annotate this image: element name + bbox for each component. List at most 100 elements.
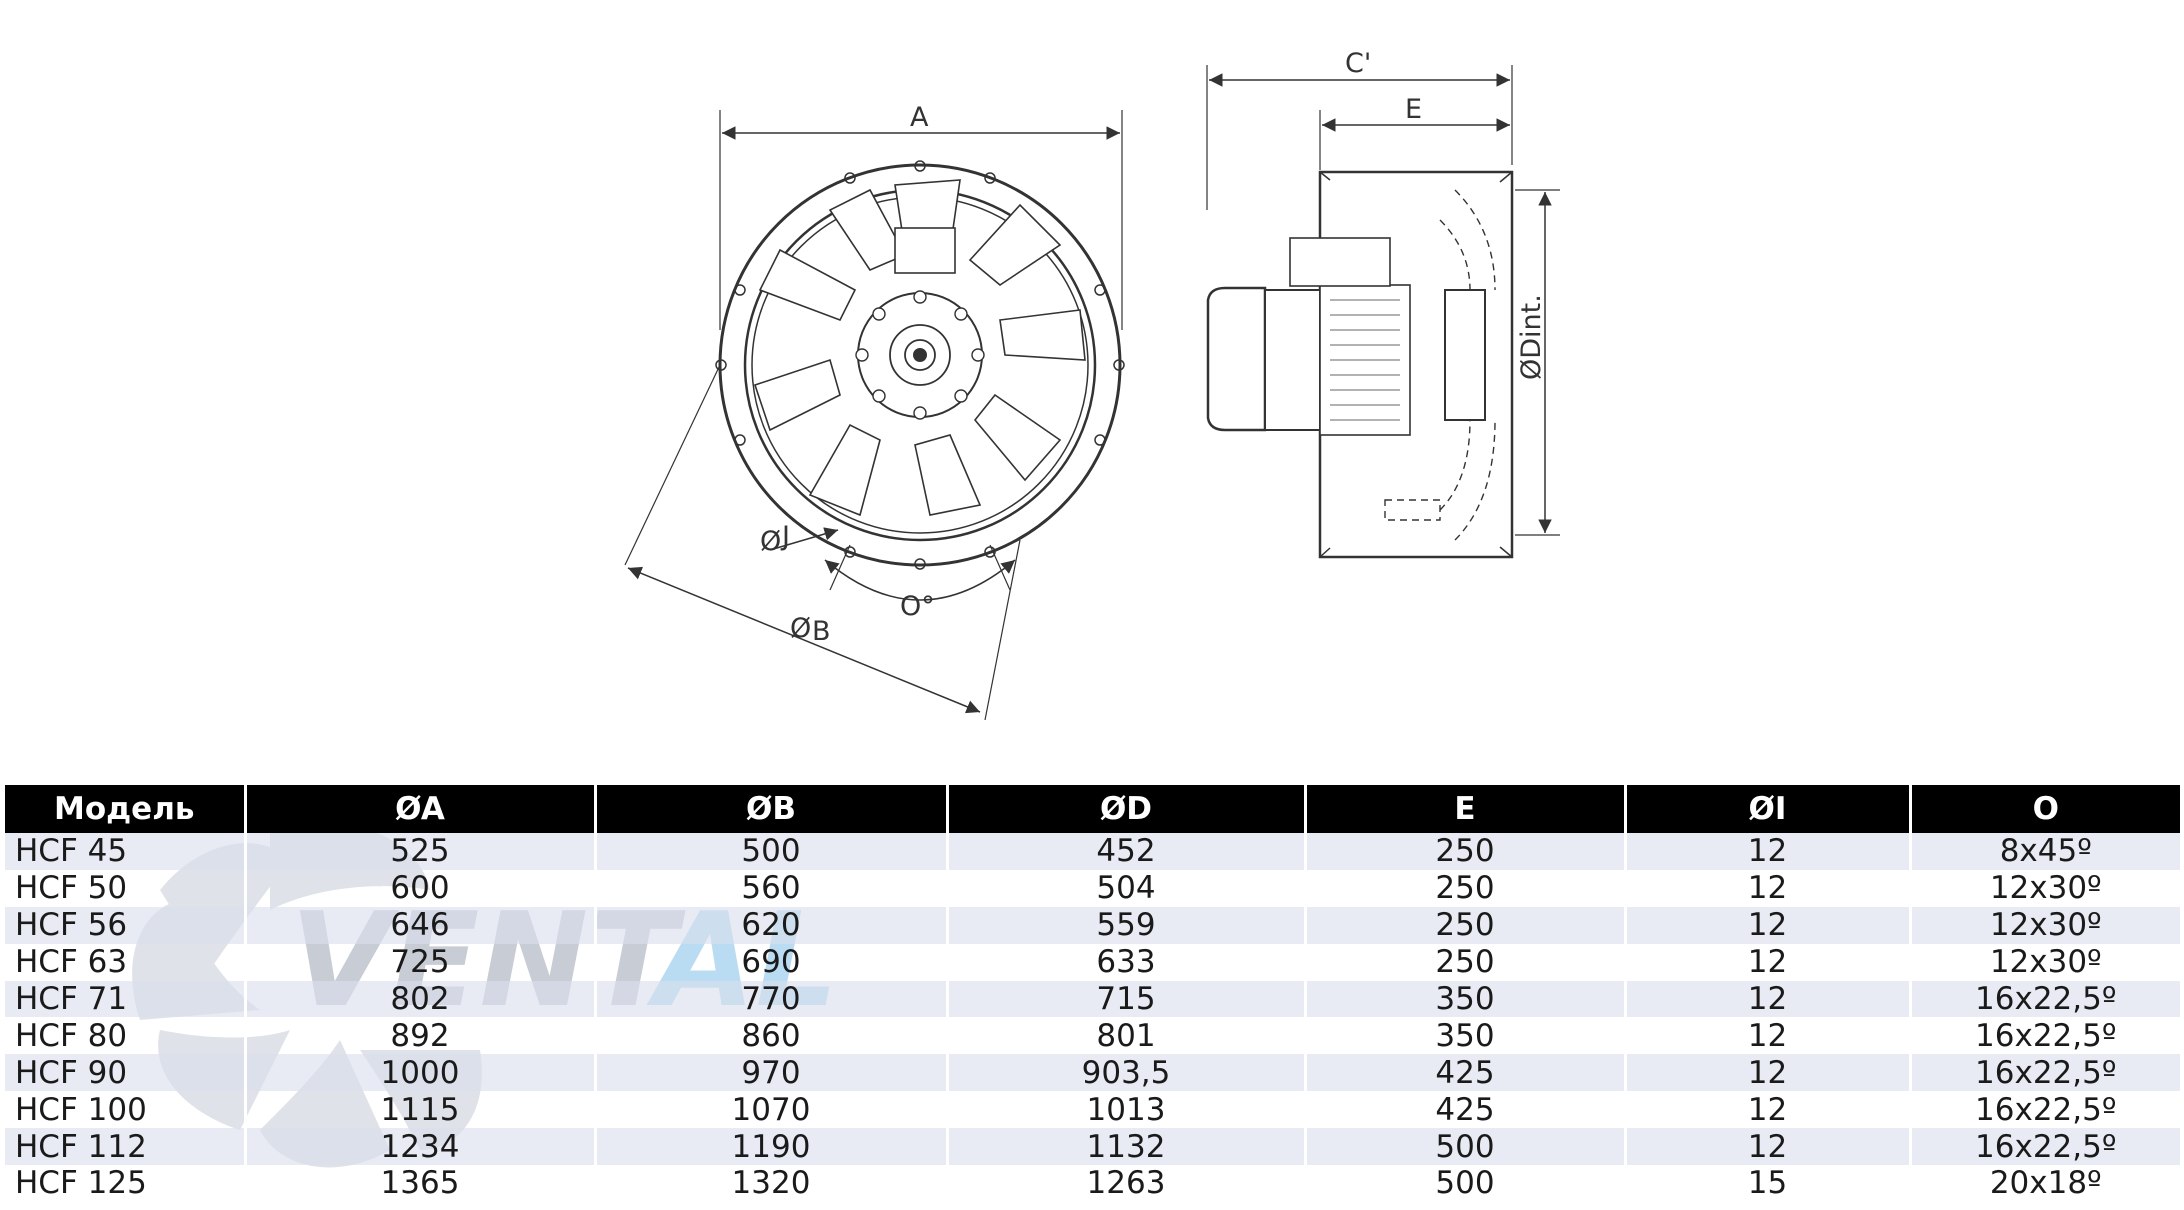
- value-cell: 12: [1625, 906, 1912, 944]
- front-view-labels: A Ø B Ø J O°: [760, 102, 935, 647]
- front-view: [624, 110, 1125, 721]
- value-cell: 250: [1305, 833, 1627, 870]
- dim-label-a: A: [910, 102, 929, 133]
- value-cell: 250: [1305, 869, 1627, 907]
- table-header-row: Модель ØA ØB ØD E ØI O: [5, 785, 2180, 833]
- dim-label-dint: ØDint.: [1516, 294, 1547, 380]
- value-cell: 1132: [947, 1128, 1307, 1166]
- value-cell: 16x22,5º: [1975, 1091, 2117, 1128]
- value-cell: 1000: [245, 1054, 597, 1092]
- value-cell: 633: [947, 943, 1307, 981]
- value-cell: 1190: [595, 1128, 949, 1166]
- value-cell: 690: [595, 943, 949, 981]
- model-cell: HCF 50: [5, 869, 247, 907]
- value-cell: 770: [595, 980, 949, 1018]
- model-cell: HCF 100: [5, 1091, 247, 1129]
- value-cell: 15: [1625, 1165, 1912, 1202]
- value-cell: 12: [1625, 1017, 1912, 1055]
- dim-label-o: O°: [900, 591, 935, 622]
- value-cell: 1013: [947, 1091, 1307, 1129]
- value-cell: 646: [245, 906, 597, 944]
- value-cell: 12: [1625, 869, 1912, 907]
- value-cell: 12: [1625, 1128, 1912, 1166]
- model-cell: HCF 90: [5, 1054, 247, 1092]
- value-cell: 1115: [245, 1091, 597, 1129]
- value-cell: 1070: [595, 1091, 949, 1129]
- value-cell: 350: [1305, 1017, 1627, 1055]
- value-cell: 16x22,5º: [1910, 1054, 2180, 1092]
- value-cell: 1263: [947, 1165, 1307, 1202]
- value-cell: 8x45º: [1910, 833, 2180, 870]
- value-cell: 500: [595, 833, 949, 870]
- fan-technical-drawing: A Ø B Ø J O°: [624, 48, 1560, 721]
- value-cell: 12x30º: [1989, 870, 2102, 907]
- value-cell: 500: [1305, 1165, 1627, 1202]
- value-cell: 12x30º: [1910, 906, 2180, 944]
- value-cell: 425: [1305, 1054, 1627, 1092]
- header-b: ØB: [595, 785, 949, 833]
- value-cell: 1234: [245, 1128, 597, 1166]
- model-cell: HCF 71: [5, 980, 247, 1018]
- value-cell: 20x18º: [1989, 1165, 2102, 1202]
- value-cell: 350: [1305, 980, 1627, 1018]
- value-cell: 1365: [245, 1165, 597, 1202]
- model-cell: HCF 125: [5, 1165, 247, 1202]
- dim-label-c-prime: C': [1345, 48, 1371, 79]
- value-cell: 715: [947, 980, 1307, 1018]
- header-model: Модель: [5, 785, 247, 833]
- header-i: ØI: [1625, 785, 1912, 833]
- value-cell: 620: [595, 906, 949, 944]
- value-cell: 12: [1625, 980, 1912, 1018]
- value-cell: 12: [1625, 943, 1912, 981]
- value-cell: 600: [245, 869, 597, 907]
- value-cell: 860: [595, 1017, 949, 1055]
- value-cell: 525: [245, 833, 597, 870]
- value-cell: 16x22,5º: [1910, 1128, 2180, 1166]
- value-cell: 504: [947, 869, 1307, 907]
- model-cell: HCF 112: [5, 1128, 247, 1166]
- value-cell: 12x30º: [1989, 944, 2102, 981]
- header-o: O: [1910, 785, 2180, 833]
- value-cell: 903,5: [947, 1054, 1307, 1092]
- value-cell: 725: [245, 943, 597, 981]
- value-cell: 12: [1625, 1054, 1912, 1092]
- value-cell: 802: [245, 980, 597, 1018]
- value-cell: 452: [947, 833, 1307, 870]
- model-cell: HCF 45: [5, 833, 247, 870]
- flange-bolt-holes: [715, 160, 1125, 570]
- model-cell: HCF 63: [5, 943, 247, 981]
- model-cell: HCF 80: [5, 1017, 247, 1055]
- value-cell: 12: [1625, 833, 1912, 870]
- value-cell: 16x22,5º: [1975, 1017, 2117, 1054]
- dim-label-b: B: [812, 616, 831, 647]
- header-e: E: [1305, 785, 1627, 833]
- value-cell: 12: [1625, 1091, 1912, 1129]
- dim-label-b-symbol: Ø: [790, 613, 811, 644]
- value-cell: 970: [595, 1054, 949, 1092]
- side-view-labels: C' E ØDint.: [1345, 48, 1547, 380]
- value-cell: 560: [595, 869, 949, 907]
- value-cell: 892: [245, 1017, 597, 1055]
- model-cell: HCF 56: [5, 906, 247, 944]
- header-a: ØA: [245, 785, 597, 833]
- dim-label-j-symbol: Ø: [760, 526, 781, 557]
- value-cell: 1320: [595, 1165, 949, 1202]
- dim-label-e: E: [1405, 94, 1422, 125]
- value-cell: 801: [947, 1017, 1307, 1055]
- value-cell: 425: [1305, 1091, 1627, 1129]
- header-d: ØD: [947, 785, 1307, 833]
- value-cell: 559: [947, 906, 1307, 944]
- value-cell: 250: [1305, 906, 1627, 944]
- hub-bolts: [855, 290, 985, 420]
- side-view: [1206, 65, 1560, 559]
